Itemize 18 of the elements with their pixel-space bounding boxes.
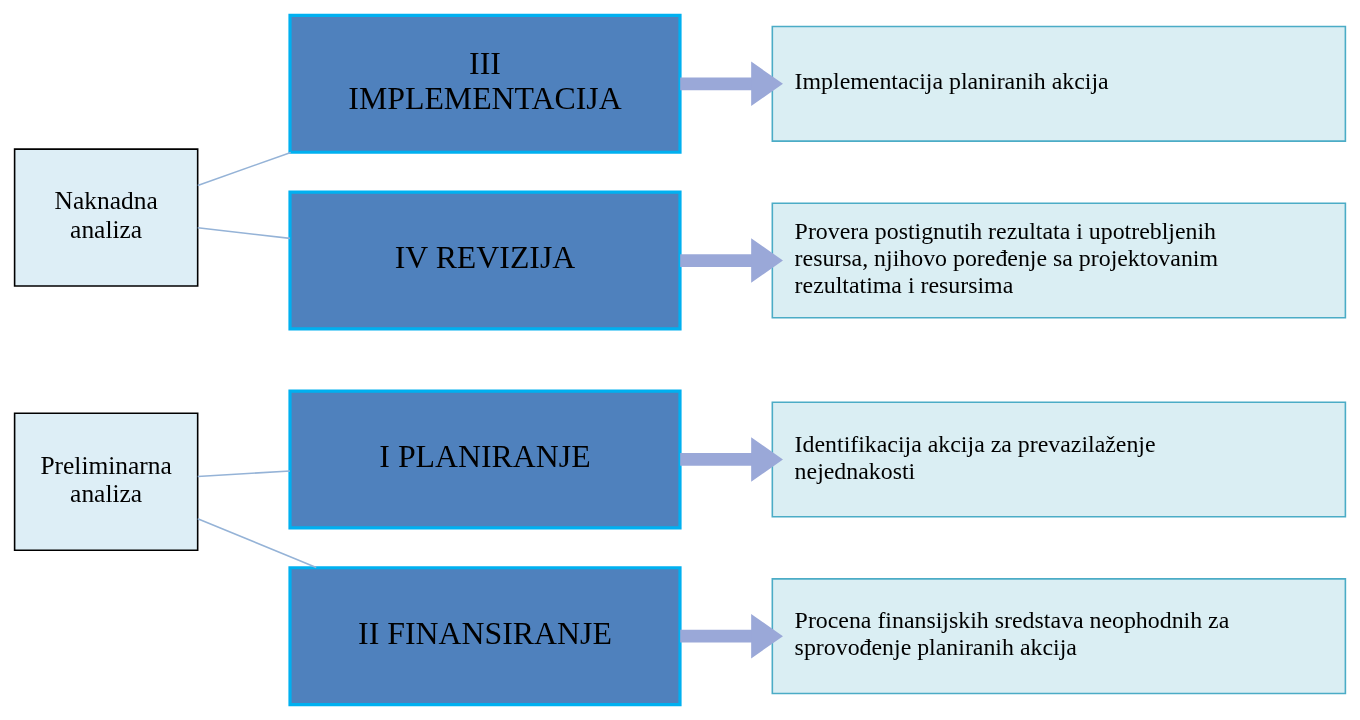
arrow (680, 437, 783, 482)
node-box: Provera postignutih rezultata i upotrebljenih resursa, njihovo poređenje sa projektovanim rezultatima i resursima (771, 202, 1347, 319)
arrow (680, 238, 783, 283)
connector (196, 470, 291, 478)
connector (196, 227, 291, 240)
node-box: Identifikacija akcija za prevazilaženje nejednakosti (771, 401, 1347, 518)
node-box: III IMPLEMENTACIJA (288, 13, 682, 154)
node-box: Implementacija planiranih akcija (771, 25, 1347, 142)
connector (196, 151, 292, 187)
node-box: Procena finansijskih sredstava neophodnih za sprovođenje planiranih akcija (771, 578, 1347, 695)
arrow (680, 61, 783, 107)
node-box: Naknadna analiza (13, 148, 199, 287)
node-box: Preliminarna analiza (13, 412, 199, 551)
arrow (680, 613, 783, 659)
node-box: I PLANIRANJE (288, 389, 682, 530)
node-box: II FINANSIRANJE (288, 566, 682, 707)
connector (196, 517, 317, 569)
node-box: IV REVIZIJA (288, 190, 682, 331)
